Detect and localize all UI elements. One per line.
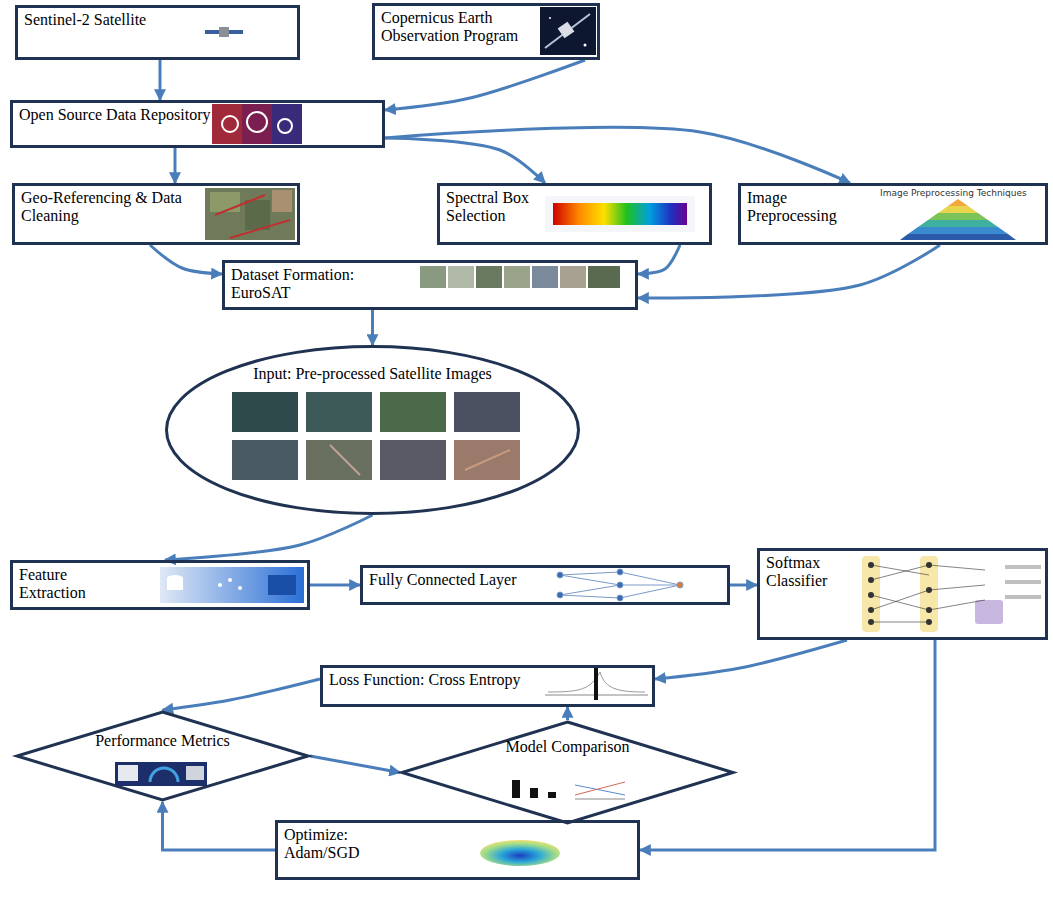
decision-diamond: Model Comparison — [400, 720, 735, 825]
node-text: Copernicus Earth Observation Program — [381, 9, 541, 45]
node-text: Feature Extraction — [19, 566, 114, 602]
map-photo — [205, 188, 295, 240]
loss-chart — [545, 668, 648, 700]
network-icon — [557, 569, 683, 601]
process-box: Geo-Referencing & Data Cleaning — [12, 183, 300, 245]
flow-arrow — [163, 679, 321, 710]
loss-box: Loss Function: Cross Entropy — [320, 665, 655, 707]
flow-arrow — [638, 245, 940, 298]
node-text: Optimize: Adam/SGD — [284, 826, 384, 862]
node-text: Input: Pre-processed Satellite Images — [165, 365, 580, 383]
softmax-network — [862, 556, 1041, 632]
diamond-outline — [400, 720, 735, 825]
process-box: Feature Extraction — [10, 560, 310, 610]
node-text: Geo-Referencing & Data Cleaning — [21, 189, 206, 225]
decision-diamond: Performance Metrics — [15, 710, 310, 802]
node-text: Model Comparison — [400, 738, 735, 756]
flow-arrow — [566, 707, 569, 720]
flow-arrow — [655, 640, 847, 679]
repository-box: Open Source Data Repository — [10, 100, 385, 148]
satellite-icon — [205, 27, 243, 37]
dataset-box: Dataset Formation: EuroSAT — [222, 260, 638, 310]
spectrum-bar — [545, 196, 695, 232]
node-text: Softmax Classifier — [766, 554, 856, 590]
node-text: Fully Connected Layer — [369, 571, 544, 589]
optimizer-box: Optimize: Adam/SGD — [275, 820, 640, 880]
classifier-box: Softmax Classifier — [757, 548, 1048, 640]
feature-icon — [160, 567, 304, 603]
flow-arrow — [150, 245, 222, 274]
flow-arrow — [640, 640, 935, 850]
flow-arrow — [385, 138, 545, 183]
sample-thumbnails — [232, 392, 520, 480]
dashboard-photo — [115, 762, 207, 786]
process-box: Spectral Box Selection — [437, 183, 712, 245]
node-text: Dataset Formation: EuroSAT — [231, 266, 381, 302]
comparison-chart — [512, 780, 625, 799]
flow-arrow — [310, 584, 360, 587]
node-text: Loss Function: Cross Entropy — [329, 671, 539, 689]
program-box: Copernicus Earth Observation Program — [372, 3, 600, 60]
node-text: Sentinel-2 Satellite — [24, 11, 204, 29]
input-ellipse: Input: Pre-processed Satellite Images — [165, 345, 580, 515]
layer-box: Fully Connected Layer — [360, 565, 730, 605]
flow-arrow — [174, 148, 177, 183]
flow-arrow — [385, 60, 585, 110]
node-text: Spectral Box Selection — [446, 189, 546, 225]
flow-arrow — [371, 310, 374, 345]
node-text: Performance Metrics — [15, 732, 310, 750]
image-strip — [420, 266, 620, 288]
space-photo — [540, 7, 596, 55]
flow-arrow — [385, 127, 850, 183]
flow-arrow — [638, 245, 680, 274]
node-text: Open Source Data Repository — [19, 106, 214, 124]
node-text: Image Preprocessing — [747, 189, 857, 225]
source-box: Sentinel-2 Satellite — [15, 5, 300, 60]
surface-plot — [480, 840, 560, 866]
flow-arrow — [310, 756, 400, 773]
flow-arrow — [159, 60, 162, 100]
pyramid-chart — [900, 199, 1016, 240]
repository-logo — [212, 104, 302, 144]
flow-arrow — [730, 584, 757, 587]
figure-title: Image Preprocessing Techniques — [880, 188, 1027, 198]
diamond-outline — [15, 710, 310, 802]
flow-arrow — [163, 802, 276, 850]
flow-arrow — [165, 515, 373, 560]
